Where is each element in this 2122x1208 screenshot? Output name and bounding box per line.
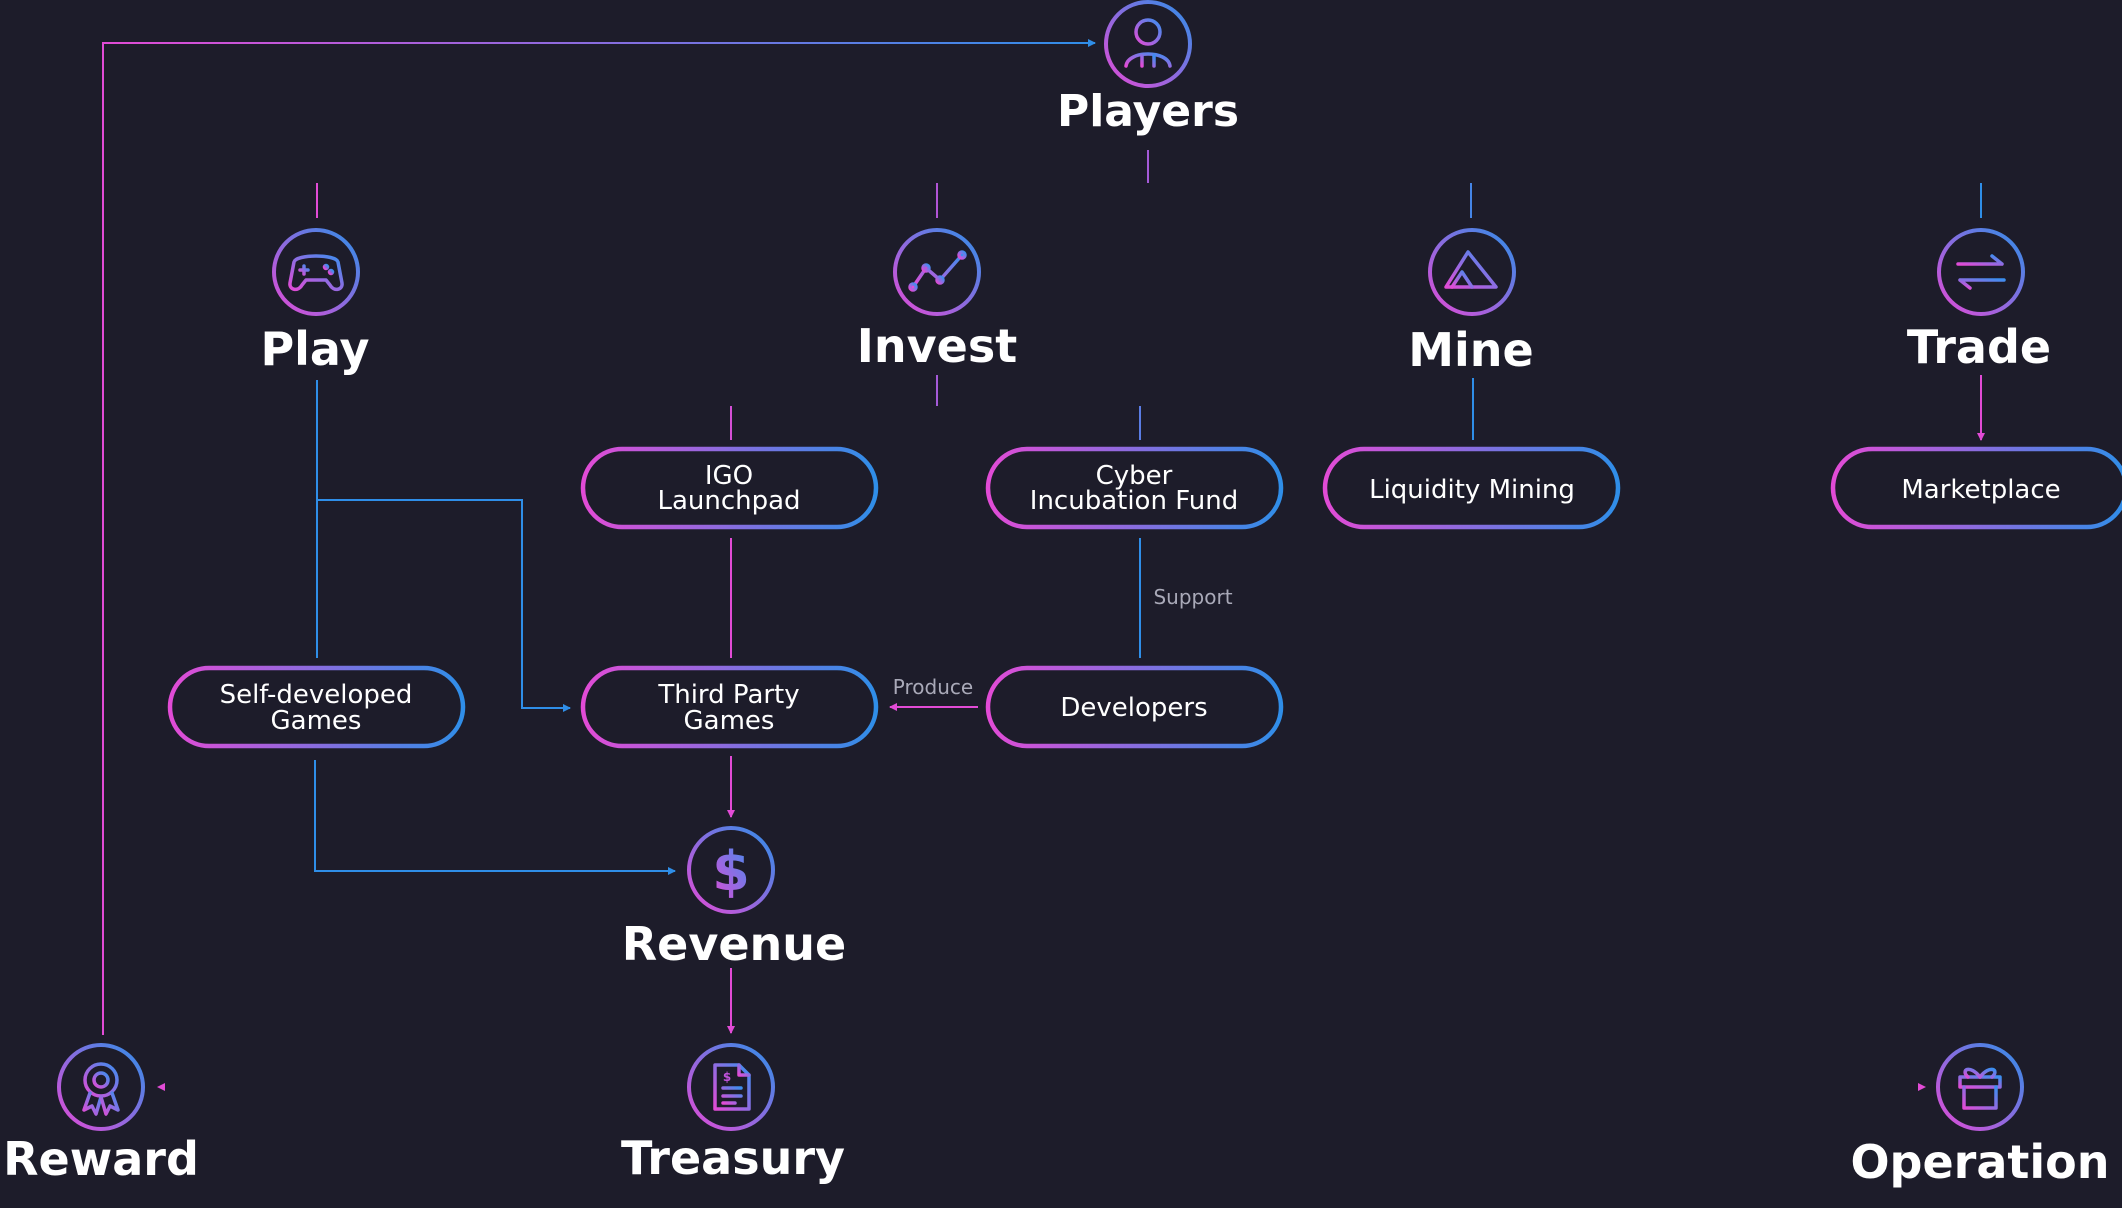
produce-edge-label: Produce bbox=[893, 675, 973, 699]
play-node: Play bbox=[260, 228, 370, 376]
support-edge-label: Support bbox=[1153, 585, 1232, 609]
cyber-incubation-fund-box: Cyber Incubation Fund bbox=[985, 446, 1284, 530]
marketplace-box: Marketplace bbox=[1830, 446, 2122, 530]
mine-label: Mine bbox=[1408, 323, 1534, 377]
play-to-third-party-line bbox=[317, 499, 571, 712]
dollar-icon: $ bbox=[712, 840, 750, 903]
marketplace-label: Marketplace bbox=[1901, 475, 2060, 505]
cyber-incubation-fund-line1: Cyber bbox=[1096, 461, 1173, 491]
third-party-games-line2: Games bbox=[684, 706, 775, 736]
reward-to-players-line bbox=[102, 39, 1096, 1035]
liquidity-mining-label: Liquidity Mining bbox=[1369, 475, 1575, 505]
operation-node: Operation bbox=[1850, 1043, 2110, 1189]
reward-label: Reward bbox=[3, 1132, 199, 1186]
play-label: Play bbox=[260, 322, 369, 376]
award-ribbon-icon bbox=[82, 1062, 120, 1116]
treasury-node: $ Treasury bbox=[621, 1043, 845, 1185]
self-developed-games-line2: Games bbox=[271, 706, 362, 736]
trade-label: Trade bbox=[1907, 320, 2051, 374]
trend-line-icon bbox=[908, 250, 967, 292]
invest-node: Invest bbox=[857, 228, 1017, 373]
players-node: Players bbox=[1057, 0, 1239, 137]
revenue-node: $ Revenue bbox=[622, 826, 847, 971]
revenue-label: Revenue bbox=[622, 917, 847, 971]
reward-node: Reward bbox=[3, 1043, 199, 1186]
gamepad-icon bbox=[288, 254, 344, 292]
gift-icon bbox=[1958, 1067, 2002, 1110]
igo-launchpad-line1: IGO bbox=[705, 461, 753, 491]
svg-text:$: $ bbox=[723, 1070, 731, 1084]
developers-box: Developers bbox=[985, 665, 1284, 749]
self-developed-games-line1: Self-developed bbox=[220, 680, 413, 710]
mine-node: Mine bbox=[1408, 228, 1534, 377]
connectors bbox=[102, 39, 1985, 1091]
liquidity-mining-box: Liquidity Mining bbox=[1322, 446, 1621, 530]
mountain-icon bbox=[1444, 250, 1498, 289]
igo-launchpad-line2: Launchpad bbox=[657, 486, 800, 516]
trade-node: Trade bbox=[1907, 228, 2051, 374]
players-label: Players bbox=[1057, 86, 1239, 137]
cyber-incubation-fund-line2: Incubation Fund bbox=[1030, 486, 1238, 516]
igo-launchpad-box: IGO Launchpad bbox=[580, 446, 879, 530]
third-party-games-line1: Third Party bbox=[657, 680, 799, 710]
document-dollar-icon bbox=[713, 1063, 751, 1111]
treasury-label: Treasury bbox=[621, 1131, 845, 1185]
operation-label: Operation bbox=[1850, 1135, 2109, 1189]
third-party-games-box: Third Party Games bbox=[580, 665, 879, 749]
exchange-arrows-icon bbox=[1956, 254, 2006, 290]
user-icon bbox=[1124, 18, 1172, 68]
developers-label: Developers bbox=[1060, 693, 1207, 723]
self-dev-to-revenue-line bbox=[314, 760, 676, 875]
invest-label: Invest bbox=[857, 319, 1017, 373]
self-developed-games-box: Self-developed Games bbox=[167, 665, 466, 749]
